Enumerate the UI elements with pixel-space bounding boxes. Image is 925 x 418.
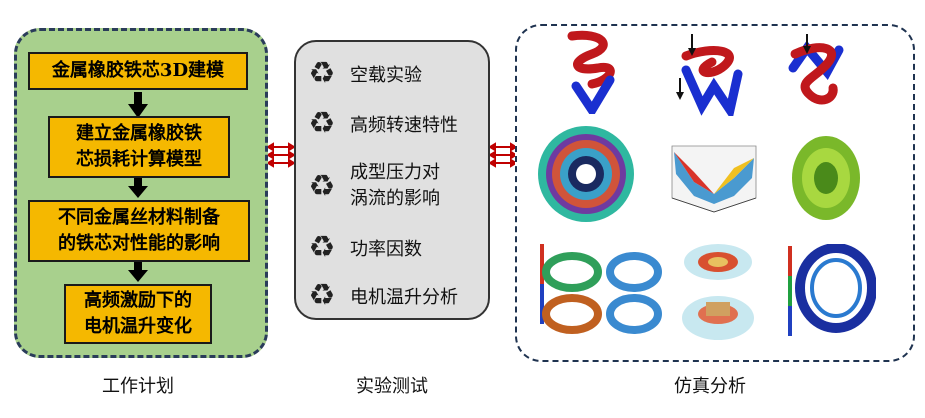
stator-temperature-image xyxy=(788,244,876,336)
experiment-item: ♻ 电机温升分析 xyxy=(302,278,458,313)
step-loss-model: 建立金属橡胶铁芯损耗计算模型 xyxy=(48,116,230,178)
step-temperature-rise: 高频激励下的电机温升变化 xyxy=(64,284,212,344)
recycle-icon: ♻ xyxy=(308,56,336,91)
step-label-line1: 不同金属丝材料制备 xyxy=(58,207,220,228)
recycle-icon: ♻ xyxy=(308,106,336,141)
ring-core-temperature-image xyxy=(540,244,662,334)
wire-mesh-image xyxy=(792,136,860,220)
motor-thermal-image xyxy=(682,244,754,340)
helical-coil-image xyxy=(567,30,615,114)
experiment-label: 电机温升分析 xyxy=(350,286,458,308)
experiment-item: ♻ 空载实验 xyxy=(302,56,422,91)
experiment-panel xyxy=(294,40,490,320)
step-label-line1: 建立金属橡胶铁 xyxy=(76,123,202,144)
step-label: 金属橡胶铁芯3D建模 xyxy=(51,60,225,81)
recycle-icon: ♻ xyxy=(308,230,336,265)
down-arrow-icon xyxy=(128,92,148,118)
work-plan-caption: 工作计划 xyxy=(102,376,174,397)
double-arrow-icon xyxy=(268,142,294,168)
experiment-label-line1: 成型压力对 xyxy=(350,162,440,183)
step-label-line2: 芯损耗计算模型 xyxy=(76,149,202,170)
step-label-line2: 的铁芯对性能的影响 xyxy=(58,233,220,254)
stator-flux-image xyxy=(538,126,634,222)
experiment-label: 空载实验 xyxy=(350,64,422,86)
experiment-item: ♻ 功率因数 xyxy=(302,230,422,265)
double-arrow-icon xyxy=(490,142,516,168)
helical-coil-image xyxy=(788,34,844,105)
down-arrow-icon xyxy=(128,262,148,282)
loss-surface-plot xyxy=(671,145,757,213)
experiment-label: 高频转速特性 xyxy=(350,114,458,136)
recycle-icon: ♻ xyxy=(308,278,336,313)
simulation-caption: 仿真分析 xyxy=(674,376,746,397)
step-material-effect: 不同金属丝材料制备的铁芯对性能的影响 xyxy=(28,200,250,262)
helical-coil-image xyxy=(676,34,743,116)
experiment-label-line2: 涡流的影响 xyxy=(350,188,440,209)
down-arrow-icon xyxy=(128,178,148,198)
recycle-icon: ♻ xyxy=(308,168,336,204)
step-label-line2: 电机温升变化 xyxy=(84,316,192,337)
experiment-caption: 实验测试 xyxy=(356,376,428,397)
step-label-line1: 高频激励下的 xyxy=(84,290,192,311)
experiment-label: 功率因数 xyxy=(350,238,422,260)
experiment-item: ♻ 成型压力对涡流的影响 xyxy=(302,160,440,212)
experiment-item: ♻ 高频转速特性 xyxy=(302,106,458,141)
step-3d-modeling: 金属橡胶铁芯3D建模 xyxy=(28,52,248,90)
